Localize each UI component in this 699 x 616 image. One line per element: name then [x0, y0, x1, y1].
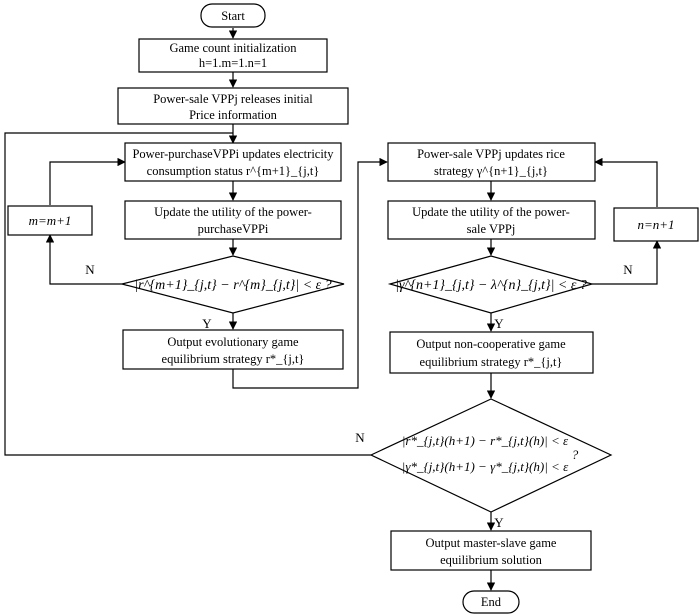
m-increment-label: m=m+1: [29, 213, 72, 228]
m-increment-process: m=m+1: [7, 205, 93, 236]
edge-master-check-no: [4, 132, 371, 456]
edge-n-increment-to-sale-update: [594, 157, 658, 207]
purchase-yes-label: Y: [202, 316, 212, 331]
edge-purchase-check-no: [45, 234, 122, 285]
start-label: Start: [221, 9, 245, 23]
sale-utility-label-line2: sale VPPj: [467, 222, 516, 236]
release-label-line1: Power-sale VPPj releases initial: [153, 92, 313, 106]
master-check-question: ?: [572, 447, 579, 462]
noncoop-output-process: Output non-cooperative game equilibrium …: [389, 331, 594, 374]
purchase-update-label-line2: consumption status r^{m+1}_{j,t}: [147, 164, 320, 178]
purchase-check-decision: |r^{m+1}_{j,t} − r^{m}_{j,t}| < ε ?: [121, 255, 345, 314]
evo-output-label-line2: equilibrium strategy r*_{j,t}: [162, 352, 305, 366]
edge-m-increment-to-purchase-update: [49, 157, 126, 205]
master-output-process: Output master-slave game equilibrium sol…: [390, 530, 592, 571]
start-terminal: Start: [200, 3, 266, 28]
end-terminal: End: [462, 590, 520, 614]
purchase-update-process: Power-purchaseVPPi updates electricity c…: [124, 142, 342, 182]
release-process: Power-sale VPPj releases initial Price i…: [117, 87, 349, 125]
n-increment-process: n=n+1: [613, 207, 699, 242]
noncoop-output-label-line1: Output non-cooperative game: [416, 337, 566, 351]
init-label-line2: h=1.m=1.n=1: [199, 56, 267, 70]
edges: [4, 28, 662, 591]
sale-update-process: Power-sale VPPj updates rice strategy γ^…: [387, 142, 596, 182]
init-label-line1: Game count initialization: [169, 41, 297, 55]
noncoop-output-label-line2: equilibrium strategy r*_{j,t}: [420, 355, 563, 369]
evo-output-process: Output evolutionary game equilibrium str…: [122, 329, 344, 370]
sale-check-label: |γ^{n+1}_{j,t} − λ^{n}_{j,t}| < ε ?: [395, 278, 587, 293]
n-increment-label: n=n+1: [637, 217, 674, 232]
purchase-utility-process: Update the utility of the power- purchas…: [124, 200, 342, 240]
evo-output-label-line1: Output evolutionary game: [167, 335, 299, 349]
purchase-utility-label-line2: purchaseVPPi: [198, 222, 269, 236]
edge-evo-output-to-sale-update: [232, 157, 388, 389]
sale-utility-label-line1: Update the utility of the power-: [412, 205, 570, 219]
end-label: End: [481, 595, 502, 609]
sale-update-label-line1: Power-sale VPPj updates rice: [417, 147, 565, 161]
master-check-label-line2: |γ*_{j,t}(h+1) − γ*_{j,t}(h)| < ε: [402, 459, 569, 474]
sale-yes-label: Y: [494, 316, 504, 331]
purchase-utility-label-line1: Update the utility of the power-: [154, 205, 312, 219]
master-yes-label: Y: [494, 515, 504, 530]
master-no-label: N: [355, 430, 365, 445]
master-output-label-line2: equilibrium solution: [440, 553, 542, 567]
sale-check-decision: |γ^{n+1}_{j,t} − λ^{n}_{j,t}| < ε ?: [387, 255, 595, 314]
edge-sale-check-no: [592, 240, 662, 285]
purchase-check-label: |r^{m+1}_{j,t} − r^{m}_{j,t}| < ε ?: [134, 278, 331, 293]
purchase-update-label-line1: Power-purchaseVPPi updates electricity: [132, 147, 334, 161]
release-label-line2: Price information: [189, 108, 278, 122]
sale-no-label: N: [623, 262, 633, 277]
init-process: Game count initialization h=1.m=1.n=1: [138, 38, 328, 73]
sale-update-label-line2: strategy γ^{n+1}_{j,t}: [434, 164, 548, 178]
sale-utility-process: Update the utility of the power- sale VP…: [387, 200, 596, 240]
purchase-no-label: N: [85, 262, 95, 277]
master-output-label-line1: Output master-slave game: [426, 536, 557, 550]
master-check-decision: |r*_{j,t}(h+1) − r*_{j,t}(h)| < ε |γ*_{j…: [369, 398, 613, 513]
master-check-label-line1: |r*_{j,t}(h+1) − r*_{j,t}(h)| < ε: [402, 433, 569, 448]
